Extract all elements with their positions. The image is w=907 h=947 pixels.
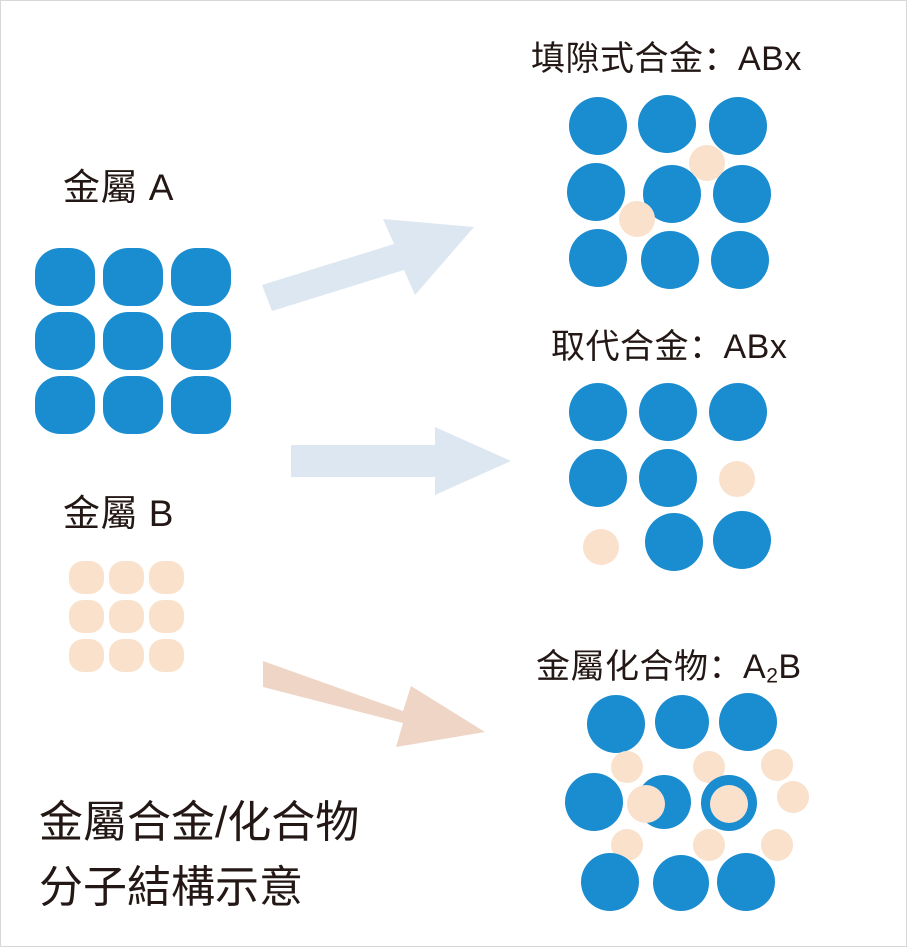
- atom-b-substituted: [583, 529, 619, 565]
- substitutional-title: 取代合金：ABx: [551, 319, 787, 368]
- atom-b: [761, 829, 793, 861]
- atom-a: [569, 383, 627, 441]
- atom-b: [611, 751, 643, 783]
- substitutional-title-tail: x: [769, 328, 788, 366]
- atom-b: [69, 561, 104, 594]
- intermetallic-title-pre: 金屬化合物：A: [536, 648, 767, 686]
- interstitial-title-tail: x: [784, 40, 802, 78]
- arrow-to-substitutional: [291, 427, 511, 495]
- atom-a: [587, 695, 645, 753]
- figure-caption-line2: 分子結構示意: [39, 863, 303, 912]
- atom-b: [149, 561, 184, 594]
- atom-a: [103, 376, 163, 434]
- atom-b-interstitial: [619, 201, 655, 237]
- atom-a: [565, 773, 623, 831]
- atom-b: [69, 600, 104, 633]
- atom-b: [761, 749, 793, 781]
- atom-a: [638, 95, 696, 153]
- atom-b: [777, 781, 809, 813]
- atom-a: [581, 853, 639, 911]
- figure-caption-line1: 金屬合金/化合物: [39, 798, 360, 847]
- atom-a: [639, 449, 697, 507]
- atom-a: [171, 248, 231, 306]
- atom-a: [709, 383, 767, 441]
- atom-b: [109, 600, 144, 633]
- atom-a: [641, 231, 699, 289]
- atom-b-substituted: [719, 461, 755, 497]
- intermetallic-compound-lattice: [549, 693, 811, 915]
- atom-a: [645, 513, 703, 571]
- atom-a: [717, 853, 775, 911]
- atom-a: [171, 312, 231, 370]
- metal-b-lattice: [69, 561, 189, 681]
- atom-a: [639, 383, 697, 441]
- atom-b: [693, 829, 725, 861]
- interstitial-title: 填隙式合金：ABx: [531, 31, 802, 80]
- atom-a: [569, 229, 627, 287]
- substitutional-title-main: 取代合金：AB: [551, 328, 770, 366]
- atom-a: [713, 511, 771, 569]
- atom-a: [569, 97, 627, 155]
- atom-a: [713, 165, 771, 223]
- atom-b-overlap: [627, 785, 665, 823]
- interstitial-alloy-lattice: [561, 93, 791, 293]
- arrow-to-intermetallic: [263, 661, 485, 747]
- atom-a: [35, 248, 95, 306]
- metal-a-lattice: [31, 246, 231, 436]
- atom-a: [569, 449, 627, 507]
- atom-a: [719, 693, 777, 751]
- arrow-to-interstitial: [262, 219, 474, 311]
- atom-a: [711, 231, 769, 289]
- atom-a: [655, 695, 709, 749]
- atom-b: [109, 639, 144, 672]
- intermetallic-title-sub: 2: [766, 664, 779, 688]
- intermetallic-title-post: B: [778, 648, 802, 686]
- atom-b: [149, 639, 184, 672]
- atom-a: [567, 163, 625, 221]
- atom-b: [149, 600, 184, 633]
- atom-b: [69, 639, 104, 672]
- atom-a: [171, 376, 231, 434]
- atom-a: [709, 97, 767, 155]
- atom-b-interstitial: [689, 145, 725, 181]
- metal-a-label: 金屬 A: [63, 167, 174, 208]
- interstitial-title-main: 填隙式合金：AB: [531, 40, 785, 78]
- atom-a: [35, 312, 95, 370]
- atom-a: [35, 376, 95, 434]
- substitutional-alloy-lattice: [561, 379, 791, 574]
- atom-a: [103, 248, 163, 306]
- atom-a: [653, 855, 709, 911]
- atom-b: [109, 561, 144, 594]
- metal-b-label: 金屬 B: [63, 493, 174, 534]
- atom-b-core: [710, 785, 748, 823]
- intermetallic-title: 金屬化合物：A2B: [536, 639, 802, 689]
- atom-a: [103, 312, 163, 370]
